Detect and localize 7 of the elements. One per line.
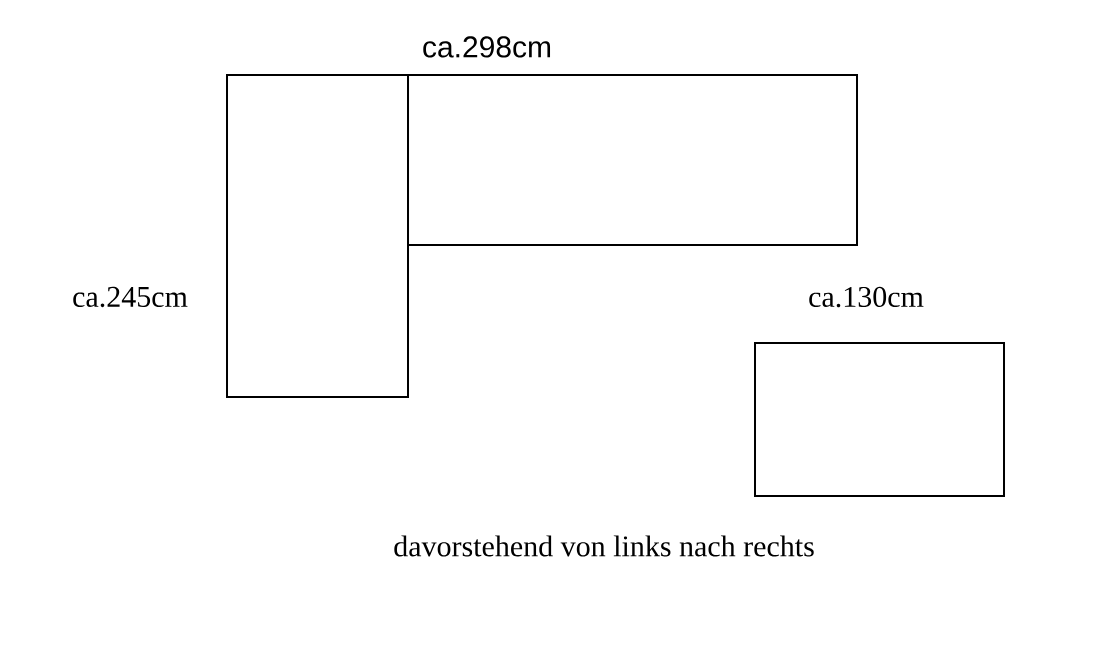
dimension-label: ca.245cm (73, 286, 188, 308)
note-text: davorstehend von links nach rechts (394, 535, 814, 557)
rectangle-outline (407, 74, 858, 246)
rectangle-outline (226, 74, 409, 398)
rectangle-outline (754, 342, 1005, 497)
dimension-label: ca.130cm (809, 286, 924, 308)
dimension-label: ca.298cm (423, 36, 551, 58)
